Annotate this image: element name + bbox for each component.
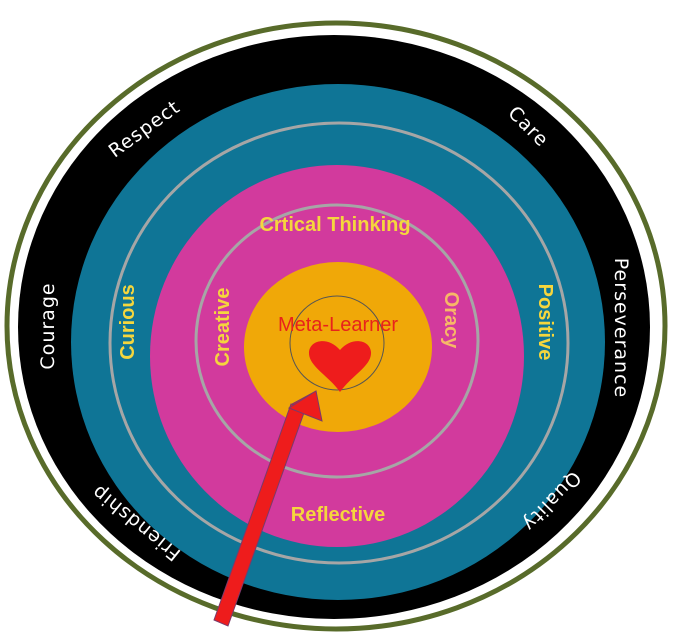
ring-divider-outer bbox=[108, 121, 570, 565]
label-creative: Creative bbox=[212, 288, 234, 367]
center-circle bbox=[244, 262, 432, 432]
label-meta-learner: Meta-Learner bbox=[278, 314, 398, 336]
label-oracy: Oracy bbox=[440, 292, 462, 350]
label-positive: Positive bbox=[534, 284, 556, 361]
label-curious: Curious bbox=[117, 284, 139, 360]
ring-divider-inner bbox=[194, 203, 480, 479]
arrow-head bbox=[287, 390, 323, 422]
center-inner-outline bbox=[289, 295, 385, 391]
label-courage: Courage bbox=[37, 282, 59, 369]
heart-icon bbox=[308, 341, 372, 392]
label-critical-thinking: Crtical Thinking bbox=[259, 214, 410, 236]
label-perseverance: Perseverance bbox=[610, 258, 632, 398]
label-reflective: Reflective bbox=[291, 504, 386, 526]
